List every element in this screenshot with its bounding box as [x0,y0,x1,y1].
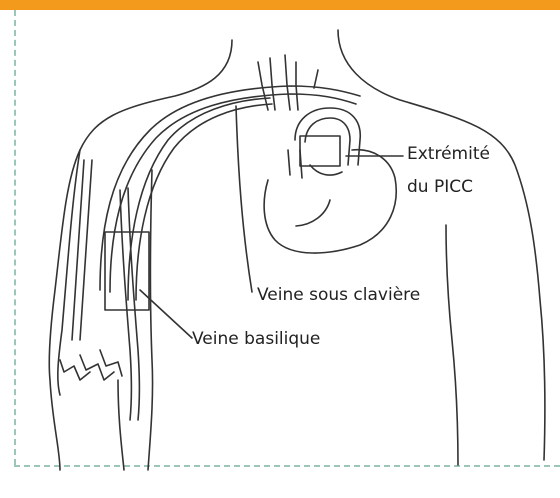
neck-vessel [258,62,268,110]
label-veine-sous-claviere: Veine sous clavière [257,284,420,306]
vein-tube-outer [100,86,360,290]
pointer-line-sous-claviere [236,106,252,292]
arm-inner-right [446,225,458,465]
insertion-site-box [105,232,149,310]
hand-vein [100,350,122,376]
neck-vessel [314,70,318,88]
aorta-inner [305,118,350,165]
neck-vessel [270,58,275,110]
heart-septum [296,200,330,226]
label-veine-basilique: Veine basilique [192,328,320,350]
torso-outline-right [338,30,545,460]
pointer-line-basilique [140,290,192,338]
vena-cava [288,150,290,175]
picc-catheter-2 [136,104,272,300]
neck-vessel [285,55,290,110]
torso-outline [49,40,232,470]
vein-tube-inner [110,94,356,292]
atrium-box [300,136,340,166]
left-arm-inner [148,170,153,470]
label-extremite: Extrémité [407,143,490,165]
left-forearm [118,380,124,470]
label-du-picc: du PICC [407,176,473,198]
